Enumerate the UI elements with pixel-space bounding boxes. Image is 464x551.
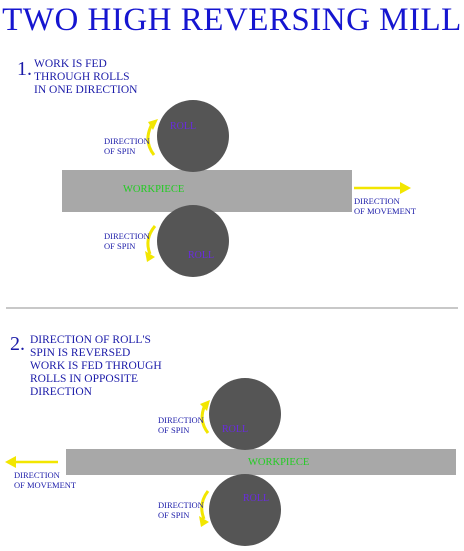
spin-label-bottom-2: DIRECTION OF SPIN (158, 500, 204, 520)
movement-label-line: OF MOVEMENT (354, 206, 417, 216)
spin-arrowhead-bottom-2 (199, 516, 209, 527)
spin-label-bottom-1: DIRECTION OF SPIN (104, 231, 150, 251)
spin-label-line: DIRECTION (158, 500, 204, 510)
step-2-line: SPIN IS REVERSED (30, 347, 131, 359)
top-roll-2 (209, 378, 281, 450)
spin-label-line: OF SPIN (104, 146, 136, 156)
spin-arrow-top-1 (146, 123, 156, 156)
spin-label-top-2: DIRECTION OF SPIN (158, 415, 204, 435)
top-roll-2-label: ROLL (222, 424, 249, 435)
diagram-title: TWO HIGH REVERSING MILL (2, 2, 462, 38)
step-2-line: DIRECTION OF ROLL'S (30, 334, 151, 346)
step-2-line: DIRECTION (30, 386, 92, 398)
movement-label-line: DIRECTION (354, 196, 400, 206)
movement-label-line: DIRECTION (14, 470, 60, 480)
step-1-text: WORK IS FED THROUGH ROLLS IN ONE DIRECTI… (34, 58, 137, 97)
step-2-number: 2. (10, 333, 25, 355)
bottom-roll-2-label: ROLL (243, 493, 270, 504)
spin-label-line: DIRECTION (158, 415, 204, 425)
movement-label-2: DIRECTION OF MOVEMENT (14, 470, 76, 490)
bottom-roll-1 (157, 205, 229, 277)
movement-arrowhead-2 (5, 456, 16, 468)
bottom-roll-1-label: ROLL (188, 250, 215, 261)
spin-label-top-1: DIRECTION OF SPIN (104, 136, 150, 156)
spin-label-line: DIRECTION (104, 136, 150, 146)
step-1-line: WORK IS FED (34, 58, 107, 70)
step-1-number: 1. (17, 58, 32, 80)
step-2-line: WORK IS FED THROUGH (30, 360, 162, 372)
workpiece-label-1: WORKPIECE (123, 184, 185, 195)
movement-label-line: OF MOVEMENT (14, 480, 77, 490)
spin-arrow-bottom-1 (146, 225, 157, 255)
top-roll-1-label: ROLL (170, 121, 197, 132)
movement-arrowhead-1 (400, 182, 411, 194)
step-2-text: DIRECTION OF ROLL'S SPIN IS REVERSED WOR… (30, 334, 162, 399)
top-roll-1 (157, 100, 229, 172)
step-1-line: THROUGH ROLLS (34, 71, 130, 83)
spin-arrowhead-top-1 (148, 119, 158, 130)
bottom-roll-2 (209, 474, 281, 546)
section-divider (6, 307, 458, 309)
movement-label-1: DIRECTION OF MOVEMENT (354, 196, 416, 216)
spin-arrowhead-bottom-1 (145, 251, 155, 262)
spin-label-line: DIRECTION (104, 231, 150, 241)
step-1-line: IN ONE DIRECTION (34, 84, 138, 96)
spin-arrow-bottom-2 (200, 490, 210, 520)
step-2-line: ROLLS IN OPPOSITE (30, 373, 138, 385)
spin-label-line: OF SPIN (158, 425, 190, 435)
workpiece-label-2: WORKPIECE (248, 457, 310, 468)
spin-arrowhead-top-2 (200, 400, 210, 411)
workpiece-bar-1 (62, 170, 352, 212)
workpiece-bar-2 (66, 449, 456, 475)
spin-label-line: OF SPIN (158, 510, 190, 520)
spin-label-line: OF SPIN (104, 241, 136, 251)
